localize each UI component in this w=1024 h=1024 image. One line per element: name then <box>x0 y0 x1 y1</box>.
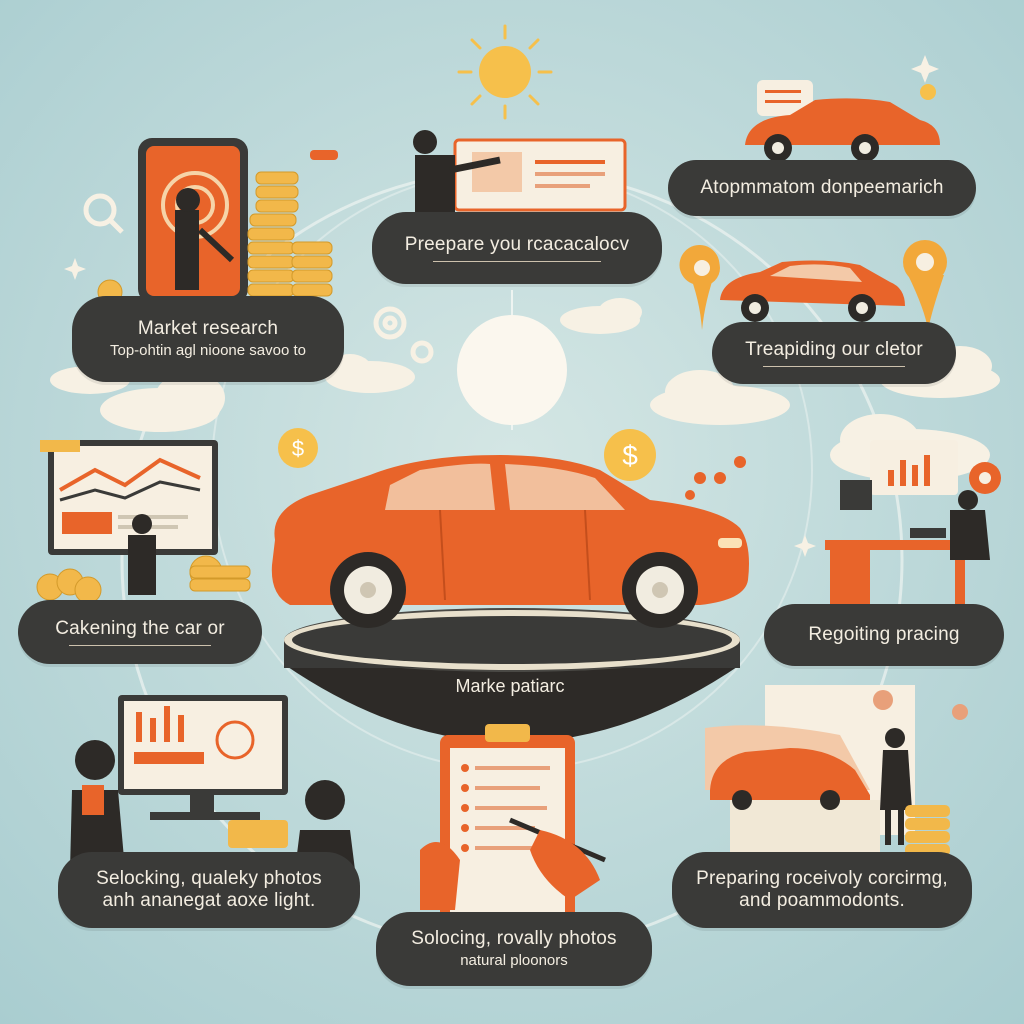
top-right-car-illustration <box>745 80 940 162</box>
market-research-title: Market research <box>137 318 279 340</box>
prepare-catalog-title: Preepare you rcacacalocv <box>404 233 630 255</box>
magnifier-icon <box>83 193 124 234</box>
sun-icon <box>457 24 553 120</box>
svg-text:$: $ <box>292 436 304 461</box>
preparing-illustration <box>705 685 968 856</box>
coin-pile-left <box>36 555 251 604</box>
step-selecting-left: Selocking, qualeky photos anh ananegat a… <box>58 852 360 928</box>
selecting-left-title: Selocking, qualeky photos <box>96 868 322 890</box>
market-research-illustration <box>138 138 248 303</box>
step-market-research: Market research Top-ohtin agl nioone sav… <box>72 296 344 382</box>
svg-text:$: $ <box>622 440 638 471</box>
center-sun-disc <box>457 315 567 425</box>
trapiding-title: Treapiding our cletor <box>745 338 923 360</box>
step-prepare-catalog: Preepare you rcacacalocv <box>372 212 662 284</box>
regoiting-title: Regoiting pracing <box>808 624 960 646</box>
prepare-catalog-underline <box>432 261 602 263</box>
selecting-photos-illustration <box>70 695 355 870</box>
selecting-left-subtitle: anh ananegat aoxe light. <box>102 890 316 911</box>
location-pin-icon <box>679 240 1001 494</box>
top-right-title: Atopmmatom donpeemarich <box>700 177 944 199</box>
preparing-right-title: Preparing roceivoly corcirmg, <box>696 868 948 890</box>
chart-icon <box>40 440 218 595</box>
trapiding-underline <box>763 366 905 368</box>
dollar-icon: $ $ <box>278 428 656 481</box>
center-platform-label: Marke patiarc <box>455 676 565 696</box>
center-platform <box>284 608 740 743</box>
sparkles <box>64 55 939 557</box>
laptop-icon <box>685 440 990 604</box>
center-car <box>271 455 749 628</box>
clipboard-icon <box>420 724 606 920</box>
cleaning-title: Cakening the car or <box>55 617 225 639</box>
step-selecting-bottom: Solocing, rovally photos natural ploonor… <box>376 912 652 986</box>
selecting-bottom-subtitle: natural ploonors <box>460 951 568 969</box>
preparing-right-subtitle: and poammodonts. <box>739 890 905 911</box>
trapiding-car-illustration <box>720 260 905 322</box>
market-research-subtitle: Top-ohtin agl nioone savoo to <box>110 341 306 359</box>
step-preparing-right: Preparing roceivoly corcirmg, and poammo… <box>672 852 972 928</box>
cleaning-underline <box>69 645 211 647</box>
selecting-bottom-title: Solocing, rovally photos <box>411 928 617 950</box>
step-cleaning: Cakening the car or <box>18 600 262 664</box>
step-top-right: Atopmmatom donpeemarich <box>668 160 976 216</box>
step-regoiting: Regoiting pracing <box>764 604 1004 666</box>
prepare-catalog-illustration <box>310 130 627 217</box>
gear-icon <box>373 306 434 364</box>
step-trapiding: Treapiding our cletor <box>712 322 956 384</box>
